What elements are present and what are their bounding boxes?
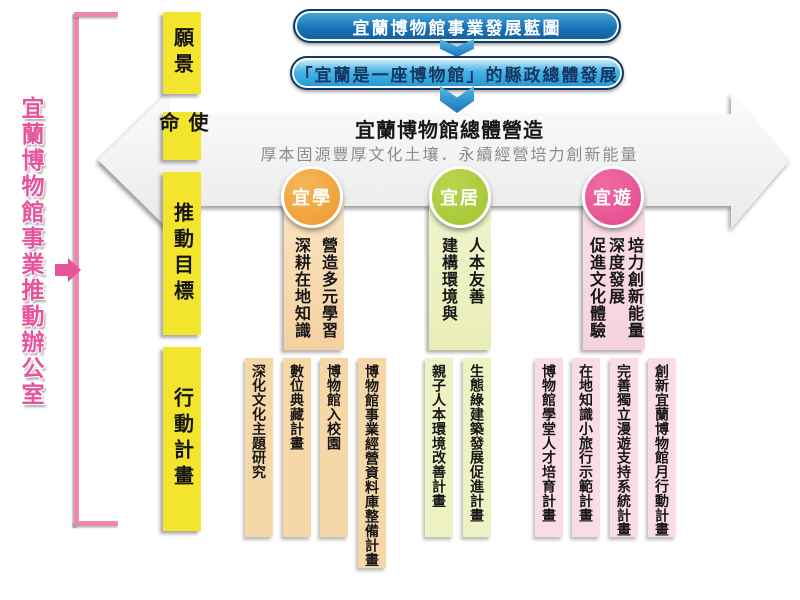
row-label-mission-text: 使命: [156, 112, 207, 138]
pink-arrow-icon: [55, 264, 68, 276]
pillar-circle-travel: 宜遊: [582, 166, 644, 228]
plan-text: 數位典藏計畫: [289, 364, 305, 451]
row-label-plans: 行動計畫: [163, 347, 201, 531]
plan-text: 親子人本環境改善計畫: [431, 364, 447, 508]
plan-column: 創新宜蘭博物館月行動計畫: [648, 358, 676, 537]
plan-text: 創新宜蘭博物館月行動計畫: [654, 364, 670, 537]
goal-column: 建構環境與: [439, 237, 456, 322]
plan-text: 深化文化主題研究: [251, 364, 267, 480]
office-vertical-title: 宜蘭博物館事業推動辦公室: [18, 96, 44, 408]
goal-column: 營造多元學習: [319, 237, 336, 339]
mission-arrow-title: 宜蘭博物館總體營造: [355, 120, 544, 142]
plan-text: 完善獨立漫遊支持系統計畫: [616, 364, 632, 537]
row-label-vision-text: 願景: [170, 27, 193, 79]
plan-text: 博物館學堂人才培育計畫: [541, 364, 557, 523]
plan-column: 在地知識小旅行示範計畫: [572, 358, 600, 537]
plan-text: 博物館入校園: [326, 364, 342, 451]
plan-text: 博物館事業經營資料庫整備計畫: [364, 364, 380, 567]
plan-text: 生態綠建築發展促進計畫: [469, 364, 485, 523]
goal-column: 培力創新能量: [625, 237, 642, 339]
plan-column: 博物館學堂人才培育計畫: [535, 358, 563, 537]
goal-text-live: 人本友善 建構環境與: [429, 237, 491, 346]
banner-blueprint: 宜蘭博物館事業發展藍圖: [293, 9, 621, 43]
plan-column: 博物館入校園: [320, 358, 348, 537]
bracket-top-cap: [74, 12, 118, 17]
bracket-bottom-cap: [74, 521, 118, 526]
mission-arrow-subtitle: 厚本固源豐厚文化土壤．永續經營培力創新能量: [260, 147, 639, 164]
pillar-circle-live: 宜居: [429, 166, 491, 228]
plan-column: 親子人本環境改善計畫: [425, 358, 453, 537]
goal-column: 促進文化體驗: [587, 237, 604, 339]
pink-arrow-icon: [68, 258, 81, 282]
goal-box-travel: 培力創新能量 深度發展 促進文化體驗: [583, 203, 645, 350]
goal-column: 深度發展: [606, 237, 623, 305]
row-label-mission: 使命: [156, 112, 207, 160]
plan-column: 生態綠建築發展促進計畫: [463, 358, 491, 537]
goal-text-learn: 營造多元學習 深耕在地知識: [284, 237, 344, 346]
plan-text: 在地知識小旅行示範計畫: [578, 364, 594, 523]
goal-column: 深耕在地知識: [292, 237, 309, 339]
plan-column: 完善獨立漫遊支持系統計畫: [610, 358, 638, 537]
goal-column: 人本友善: [466, 237, 483, 305]
pillar-circle-learn: 宜學: [281, 166, 343, 228]
plan-column: 數位典藏計畫: [283, 358, 311, 537]
row-label-goals-text: 推動目標: [170, 201, 193, 306]
banner-county-development: 「宜蘭是一座博物館」的縣政總體發展: [290, 56, 624, 90]
goal-text-travel: 培力創新能量 深度發展 促進文化體驗: [583, 237, 645, 346]
plan-column: 深化文化主題研究: [245, 358, 273, 537]
row-label-vision: 願景: [163, 12, 201, 94]
down-arrow-icon: [440, 39, 474, 57]
row-label-plans-text: 行動計畫: [170, 387, 193, 491]
plan-column: 博物館事業經營資料庫整備計畫: [358, 358, 386, 568]
row-label-goals: 推動目標: [163, 172, 201, 335]
